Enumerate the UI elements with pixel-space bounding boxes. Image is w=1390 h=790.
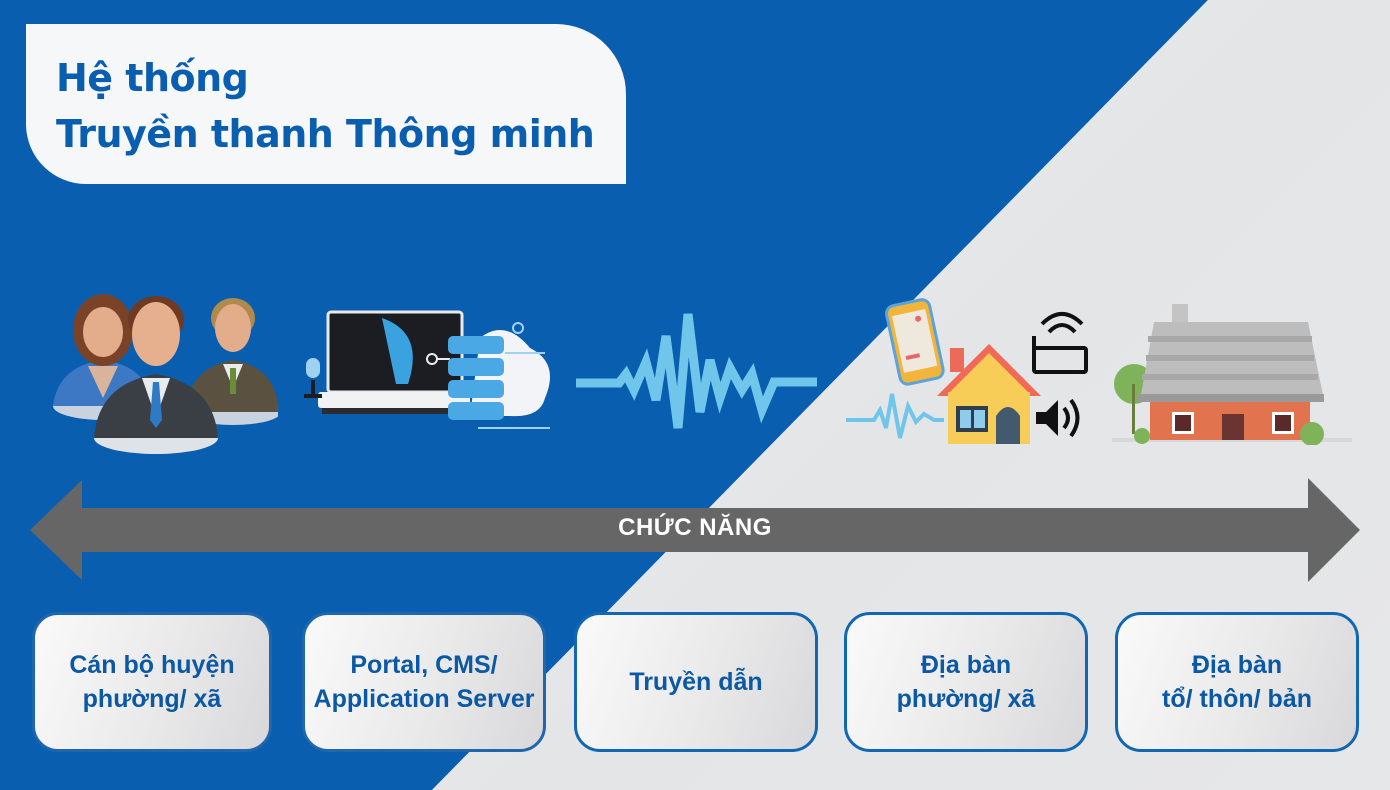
box-village-line2: tổ/ thôn/ bản: [1162, 685, 1312, 713]
box-portal-line1: Portal, CMS/: [350, 651, 498, 679]
box-officials: Cán bộ huyện phường/ xã: [32, 612, 272, 752]
signal-wave-icon: [576, 313, 817, 429]
box-portal-cms: Portal, CMS/ Application Server: [302, 612, 546, 752]
smart-home-speaker-icon: [846, 298, 1088, 444]
title-line-2: Truyền thanh Thông minh: [56, 112, 595, 156]
box-ward-line1: Địa bàn: [920, 651, 1012, 679]
arrow-label: CHỨC NĂNG: [618, 514, 772, 541]
box-officials-line1: Cán bộ huyện: [69, 651, 235, 679]
box-ward-line2: phường/ xã: [896, 685, 1036, 713]
laptop-server-cloud-icon: [304, 310, 550, 429]
functions-double-arrow: [30, 478, 1360, 582]
officials-group-icon: [53, 294, 278, 454]
box-village-area: Địa bàn tổ/ thôn/ bản: [1115, 612, 1359, 752]
box-ward-area: Địa bàn phường/ xã: [844, 612, 1088, 752]
title-card: Hệ thống Truyền thanh Thông minh: [26, 24, 626, 184]
title-line-1: Hệ thống: [56, 56, 249, 100]
box-village-line1: Địa bàn: [1191, 651, 1283, 679]
box-transmission-line1: Truyền dẫn: [629, 668, 763, 696]
box-portal-line2: Application Server: [313, 685, 535, 713]
village-house-icon: [1112, 304, 1352, 445]
box-officials-line2: phường/ xã: [82, 685, 222, 713]
box-transmission: Truyền dẫn: [574, 612, 818, 752]
